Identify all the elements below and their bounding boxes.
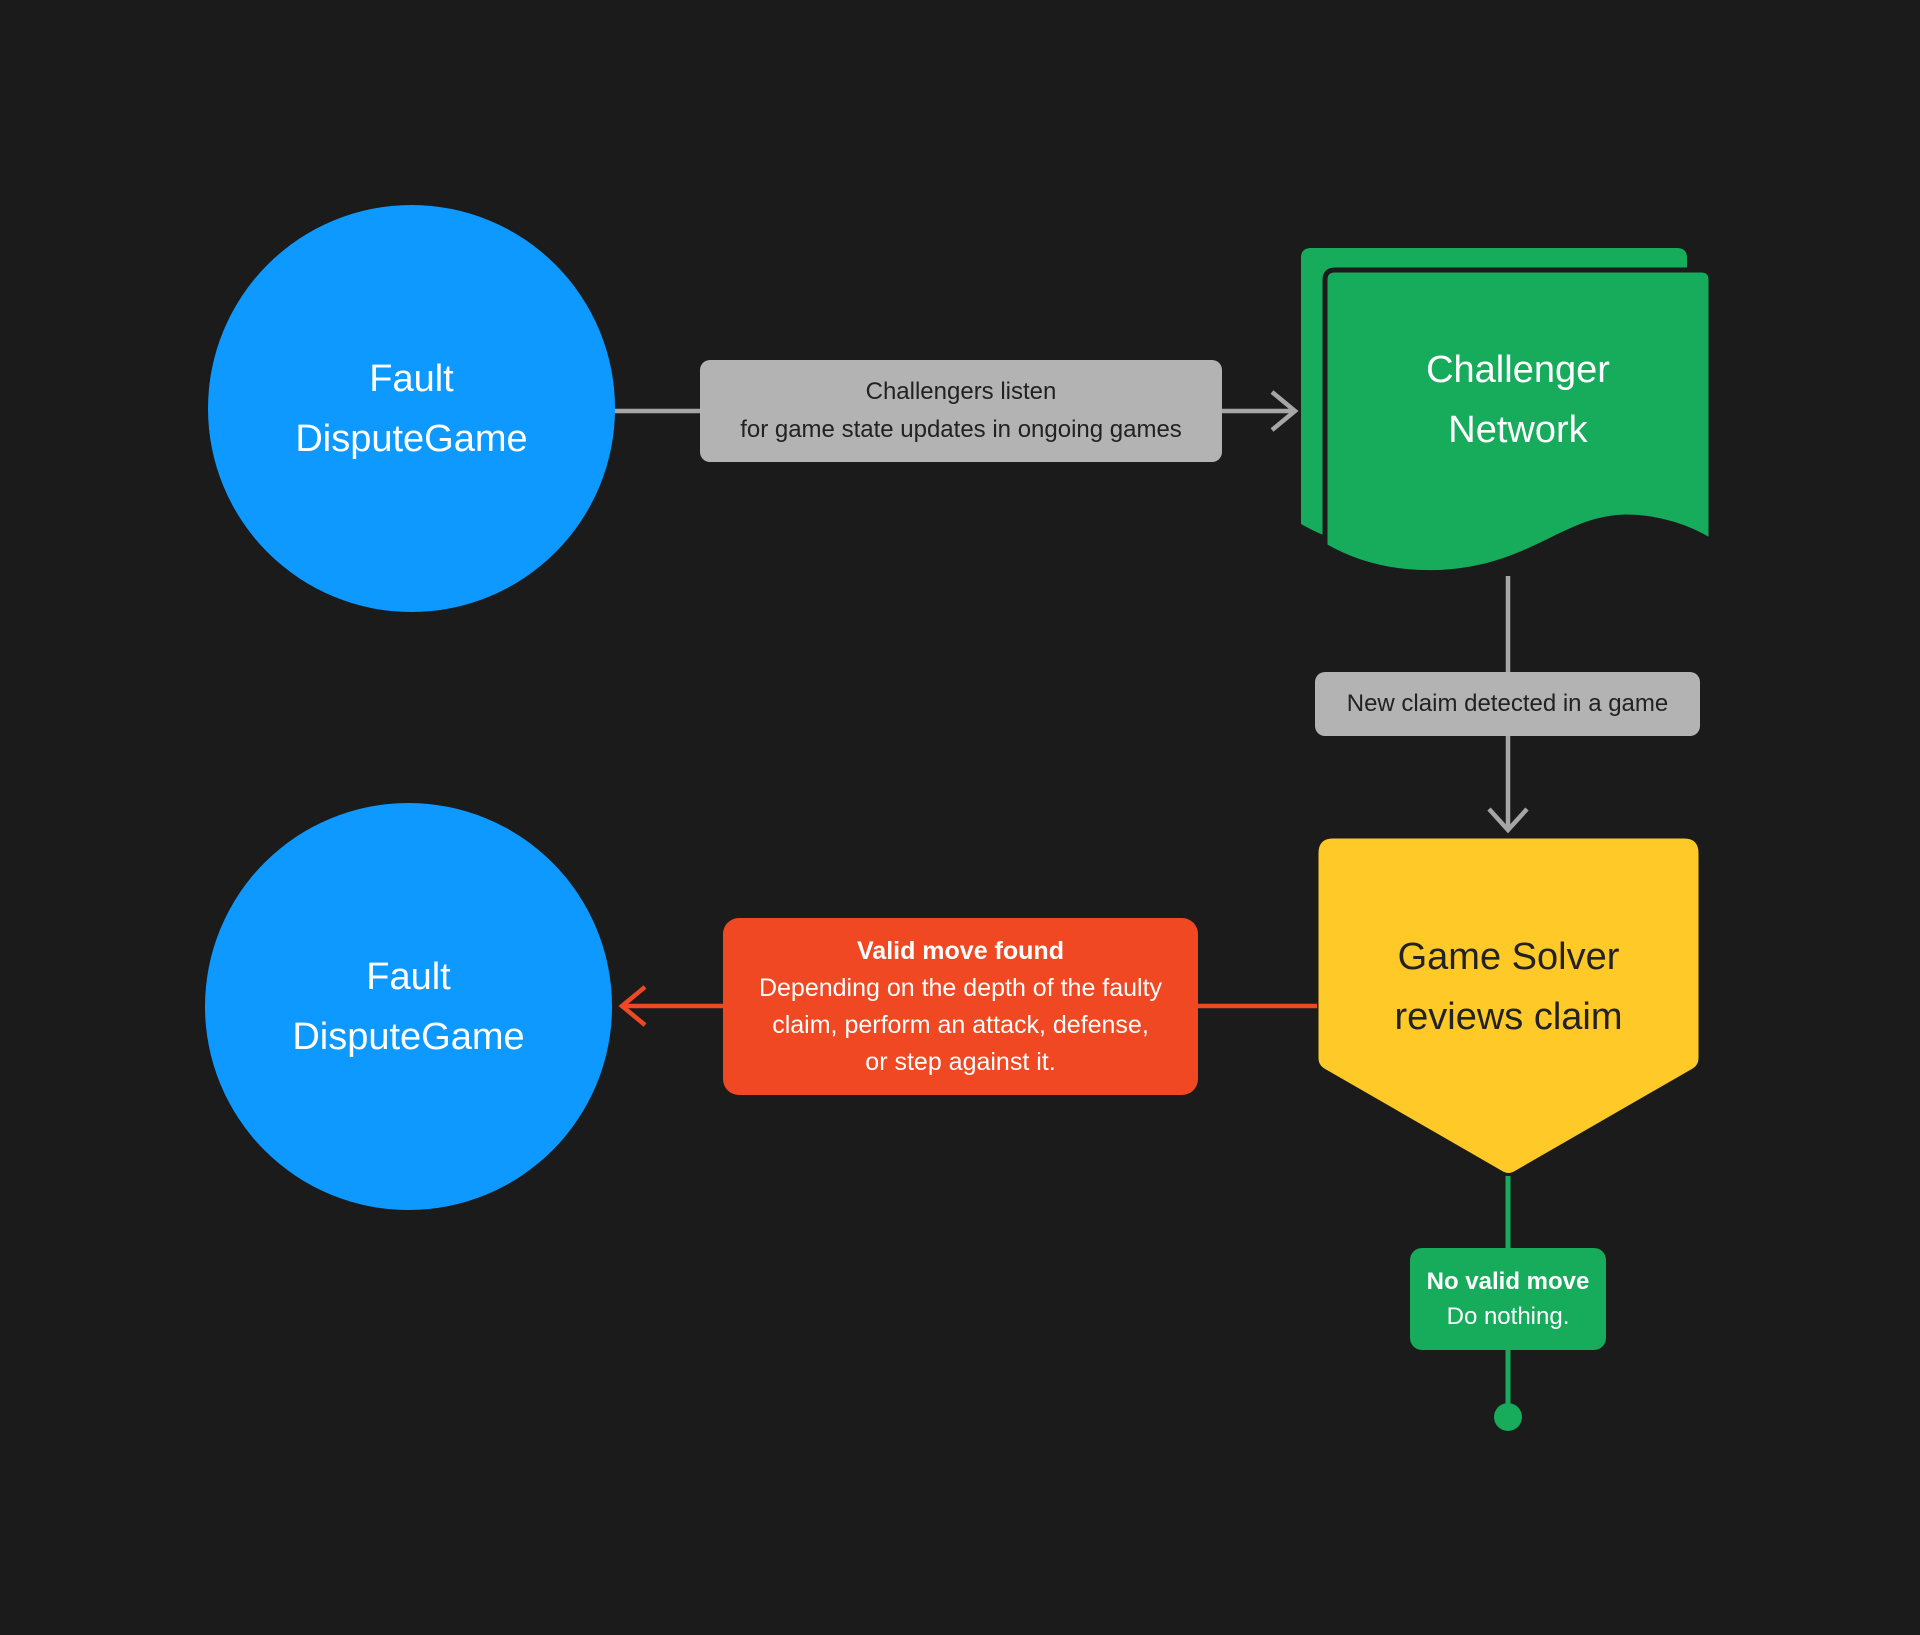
node-game-solver-shape <box>1317 837 1700 1176</box>
node-label-line: DisputeGame <box>292 1015 525 1058</box>
node-label-line: Fault <box>366 955 451 998</box>
edge-label-line: New claim detected in a game <box>1346 690 1669 717</box>
node-label-line: reviews claim <box>1394 996 1623 1038</box>
action-box-valid-move: Valid move found Depending on the depth … <box>723 918 1198 1095</box>
action-title: No valid move <box>1426 1268 1590 1295</box>
node-label-line: Fault <box>369 357 454 400</box>
action-body-line: claim, perform an attack, defense, <box>772 1010 1149 1039</box>
edge-label-line: for game state updates in ongoing games <box>740 416 1182 443</box>
arrowhead-right-icon <box>1270 390 1299 432</box>
action-body-line: Do nothing. <box>1446 1303 1570 1330</box>
banner-shape-icon <box>1317 837 1700 1176</box>
action-title: Valid move found <box>857 936 1064 965</box>
node-fault-dispute-game-top: Fault DisputeGame <box>208 205 615 612</box>
node-label-line: Game Solver <box>1397 936 1620 978</box>
arrowhead-left-red-icon <box>618 985 647 1027</box>
node-label-line: Challenger <box>1426 349 1610 391</box>
document-front-layer-icon <box>1322 267 1713 576</box>
node-label: Challenger Network <box>1426 340 1610 460</box>
node-label-line: DisputeGame <box>295 417 528 460</box>
arrowhead-down-icon <box>1487 807 1529 834</box>
node-label: Fault DisputeGame <box>295 349 527 469</box>
terminal-dot-icon <box>1494 1403 1522 1431</box>
node-label: Fault DisputeGame <box>292 947 524 1067</box>
action-body-line: Depending on the depth of the faulty <box>758 973 1163 1002</box>
action-body-line: or step against it. <box>865 1047 1056 1076</box>
node-label: Game Solver reviews claim <box>1394 927 1622 1047</box>
node-fault-dispute-game-bottom: Fault DisputeGame <box>205 803 612 1210</box>
node-game-solver: Game Solver reviews claim <box>1317 837 1700 1137</box>
edge-label-new-claim: New claim detected in a game <box>1315 672 1700 736</box>
node-challenger-network-shape <box>1301 248 1713 576</box>
node-challenger-network: Challenger Network <box>1325 270 1711 530</box>
action-box-no-valid-move: No valid move Do nothing. <box>1410 1248 1606 1350</box>
edge-label-line: Challengers listen <box>865 378 1057 405</box>
node-label-line: Network <box>1448 409 1588 451</box>
edge-label-challengers-listen: Challengers listen for game state update… <box>700 360 1222 462</box>
